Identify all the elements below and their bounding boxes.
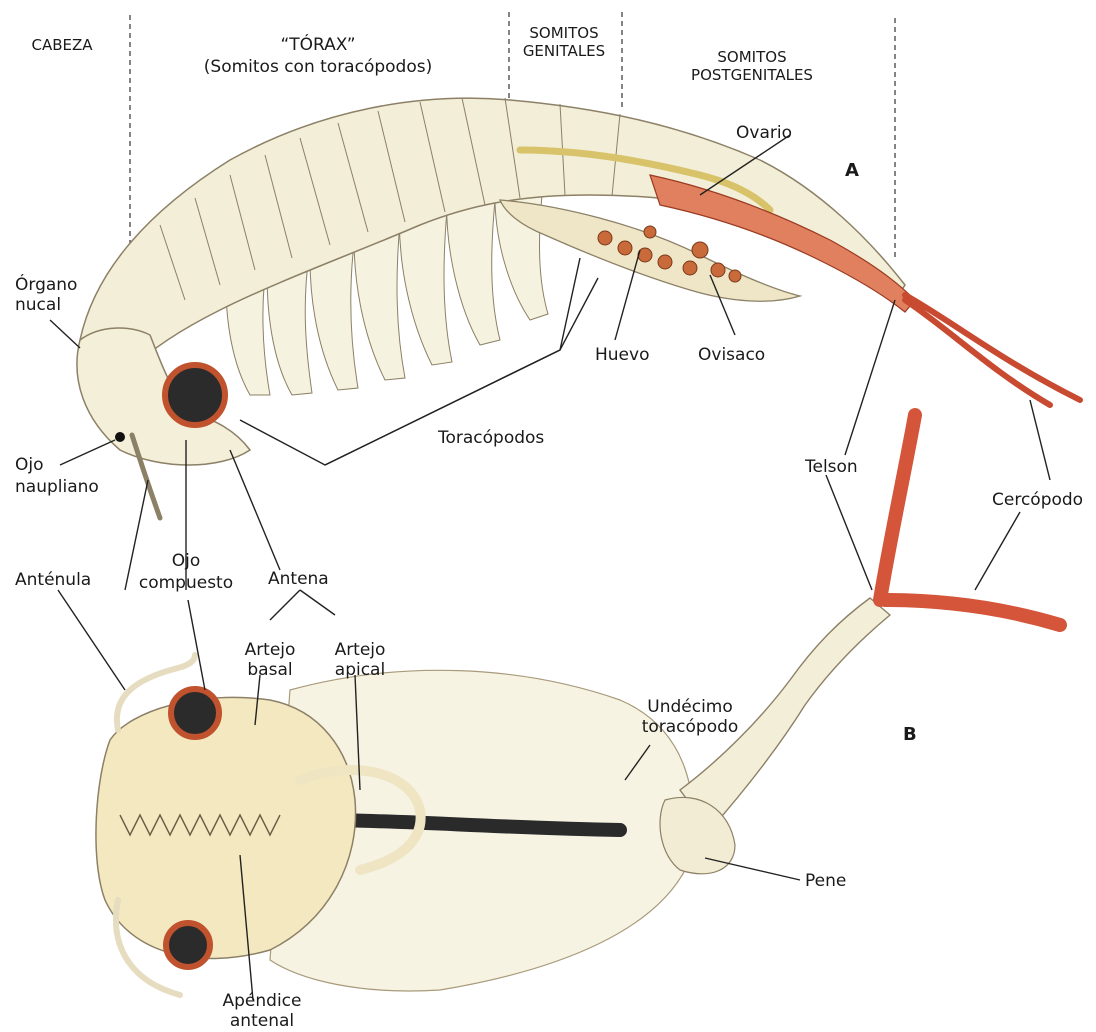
compound-eye-a	[165, 365, 225, 425]
label-ovisaco: Ovisaco	[698, 345, 765, 365]
region-genitales-1: SOMITOS	[529, 24, 598, 42]
compound-eye-b-bottom	[166, 923, 210, 967]
region-torax-title: “TÓRAX”	[280, 33, 355, 55]
label-artejo-basal-1: Artejo	[245, 640, 296, 660]
label-artejo-basal-2: basal	[247, 660, 292, 680]
region-postgenitales-2: POSTGENITALES	[691, 66, 813, 84]
label-apendice-1: Apéndice	[223, 991, 302, 1011]
label-undecimo-2: toracópodo	[642, 717, 739, 737]
label-artejo-apical-2: apical	[335, 660, 385, 680]
label-telson: Telson	[804, 457, 858, 477]
cercopods-a	[905, 295, 1080, 405]
label-organo-nucal-1: Órgano	[15, 273, 77, 295]
label-toracopodos: Toracópodos	[437, 428, 544, 448]
illustration-a-lateral-female	[77, 98, 1080, 518]
compound-eye-b-top	[171, 689, 219, 737]
region-genitales-2: GENITALES	[523, 42, 605, 60]
illustration-b-ventral-male	[96, 415, 1060, 995]
label-ojo-compuesto-2: compuesto	[139, 573, 233, 593]
panel-label-a: A	[845, 160, 859, 181]
label-organo-nucal-2: nucal	[15, 295, 61, 315]
label-antena: Antena	[268, 569, 329, 589]
label-apendice-2: antenal	[230, 1011, 294, 1031]
panel-label-b: B	[903, 724, 917, 745]
region-torax-subtitle: (Somitos con toracópodos)	[204, 57, 432, 77]
label-pene: Pene	[805, 871, 846, 891]
cercopods-b	[880, 415, 1060, 625]
label-artejo-apical-1: Artejo	[335, 640, 386, 660]
label-ojo-compuesto-1: Ojo	[172, 551, 201, 571]
region-postgenitales-1: SOMITOS	[717, 48, 786, 66]
label-ovario: Ovario	[736, 123, 792, 143]
region-cabeza: CABEZA	[31, 36, 93, 54]
nauplius-eye	[115, 432, 125, 442]
label-cercopodo: Cercópodo	[992, 490, 1083, 510]
label-huevo: Huevo	[595, 345, 649, 365]
label-ojo-naupliano-2: naupliano	[15, 477, 99, 497]
label-antenula: Anténula	[15, 570, 91, 590]
label-ojo-naupliano-1: Ojo	[15, 455, 44, 475]
label-undecimo-1: Undécimo	[647, 697, 733, 717]
